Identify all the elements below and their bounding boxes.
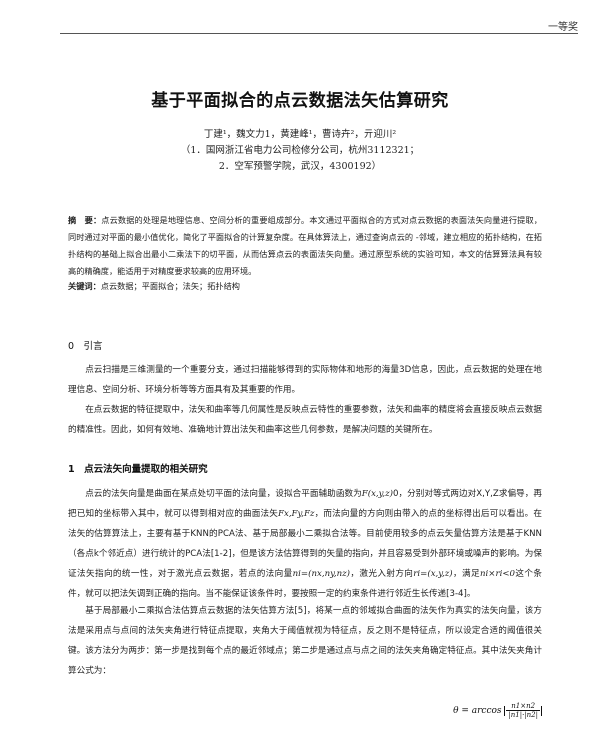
formula-f: F(x,y,z) — [361, 489, 393, 499]
section-1-heading: 1 点云法矢向量提取的相关研究 — [68, 464, 208, 475]
keywords-text: 点云数据；平面拟合；法矢；拓扑结构 — [100, 281, 240, 291]
affiliation-2: 2．空军预警学院，武汉，4300192） — [218, 161, 382, 172]
formula-ray: ri=(x,y,z) — [413, 569, 453, 579]
s1p1-text-a: 点云的法矢向量是曲面在某点处切平面的法向量，设拟合平面辅助函数为 — [85, 489, 362, 499]
s1p1-text-e: ，满足 — [452, 569, 480, 579]
section-0-paragraph-2: 在点云数据的特征提取中，法矢和曲率等几何属性是反映点云特性的重要参数，法矢和曲率… — [68, 405, 542, 435]
formula-condition: ni×ri<0 — [479, 569, 515, 579]
paper-title: 基于平面拟合的点云数据法矢估算研究 — [151, 91, 449, 111]
s1p1-text-d: ，激光入射方向 — [350, 569, 414, 579]
formula-fraction: n1×n2|n1|·|n2| — [506, 702, 540, 719]
award-category: 一等奖 — [548, 22, 578, 33]
section-1-paragraph-2: 基于局部最小二乘拟合法估算点云数据的法矢估算方法[5]，将某一点的邻域拟合曲面的… — [68, 606, 542, 676]
s1p1-text-c: ，而法向量的方向则由带入的点的坐标得出后可以看出。在法矢的估算算法上，主要有基于… — [68, 509, 542, 579]
section-0-heading: 0 引言 — [68, 341, 103, 352]
s1p1-text-g: 这个条件，就可以把法矢调到正确的指向。当不能保证该条件时，要按照一定的约束条件进… — [68, 569, 542, 599]
formula-normal: ni=(nx,ny,nz) — [292, 569, 350, 579]
formula-denominator: |n1|·|n2| — [508, 711, 538, 719]
keywords: 关键词：点云数据；平面拟合；法矢；拓扑结构 — [68, 280, 542, 292]
formula-fxyz: Fx,Fy,Fz — [278, 509, 315, 519]
section-1-paragraph-1: 点云的法矢向量是曲面在某点处切平面的法向量，设拟合平面辅助函数为F(x,y,z)… — [68, 484, 542, 604]
formula-lhs: θ = arccos — [453, 706, 502, 716]
section-0-paragraph-1: 点云扫描是三维测量的一个重要分支，通过扫描能够得到的实际物体和地形的海量3D信息… — [68, 365, 542, 395]
header-divider — [60, 33, 578, 34]
abstract-label: 摘 要： — [68, 215, 102, 225]
keywords-label: 关键词： — [68, 281, 101, 291]
angle-formula: θ = arccos n1×n2|n1|·|n2| — [453, 702, 542, 719]
paper-authors: 丁建¹，魏文力1，黄建峰¹，曹诗卉²，亓迎川² — [203, 129, 397, 140]
s1p1-text-b: 0，分别对等式两边对X,Y,Z求偏导，再把已知的坐标带入其中，就可以得到相对应的… — [68, 489, 542, 519]
formula-numerator: n1×n2 — [506, 702, 540, 711]
abstract: 摘 要：点云数据的处理是地理信息、空间分析的重要组成部分。本文通过平面拟合的方式… — [68, 212, 542, 280]
affiliation-1: （1．国网浙江省电力公司检修分公司，杭州3112321； — [180, 145, 420, 156]
abstract-text: 点云数据的处理是地理信息、空间分析的重要组成部分。本文通过平面拟合的方式对点云数… — [68, 215, 542, 276]
